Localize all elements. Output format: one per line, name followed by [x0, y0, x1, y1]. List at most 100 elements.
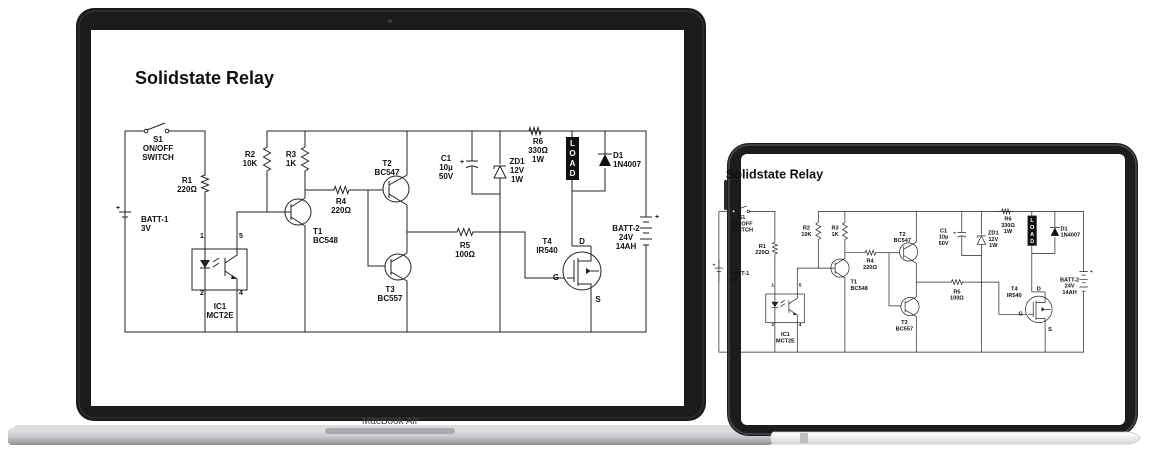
laptop: MacBook Air: [8, 8, 773, 445]
ic1-light-arrows: [780, 300, 785, 307]
ic1-pin1-label: 1: [771, 282, 774, 288]
resistor-r3: [841, 219, 849, 243]
laptop-base: [8, 428, 773, 445]
diode-d1: [599, 154, 611, 166]
switch-contact-b: [746, 209, 750, 214]
wire-t2-t3-base: [367, 190, 385, 267]
laptop-screen: [91, 30, 684, 406]
ic1-led-icon: [771, 301, 779, 308]
wire-left-frame: [124, 131, 237, 333]
wire-switch-to-r1: [749, 211, 776, 239]
zener-zd1: [976, 235, 987, 245]
resistor-r5: [451, 227, 479, 237]
ic1-pin1-label: 1: [200, 233, 204, 240]
switch-contact-b: [164, 128, 170, 134]
ic1-emitter-arrow: [231, 275, 237, 279]
label-t4-drain: D: [579, 237, 585, 246]
label-t4-drain: D: [1037, 287, 1041, 293]
wire-switch-to-r1: [168, 130, 206, 170]
wire-load: [1031, 211, 1056, 254]
label-t4-gate: G: [553, 273, 559, 282]
wire-bottom-rail: [237, 245, 647, 333]
batt1-plus-sign: +: [116, 205, 120, 212]
ic1-led-icon: [200, 260, 210, 268]
mosfet-t4: [1025, 295, 1053, 324]
load-block: [1027, 215, 1037, 246]
wire-load: [571, 131, 606, 192]
ic1-pin4-label: 4: [239, 290, 243, 297]
switch-contact-a: [143, 128, 149, 134]
label-t4-gate: G: [1018, 312, 1022, 318]
diode-d1: [1050, 227, 1060, 236]
stylus-pencil: [770, 431, 1141, 445]
capacitor-c1: [465, 131, 500, 195]
batt2-plus-sign: +: [655, 214, 659, 221]
transistor-t3-leads: [390, 252, 408, 332]
wire-ic1-pin5-to-t1: [236, 211, 285, 249]
resistor-r3: [300, 142, 310, 176]
load-block: [566, 137, 579, 180]
resistor-r1: [200, 170, 210, 197]
schematic-title: Solidstate Relay: [726, 168, 823, 182]
wire-r5-to-gate: [966, 281, 1029, 315]
mosfet-t4-arrow: [1041, 307, 1046, 312]
resistor-r1: [771, 238, 779, 258]
transistor-t2-leads: [903, 211, 917, 297]
batt2-plates: [1079, 271, 1088, 292]
wire-r5-to-gate: [479, 231, 567, 279]
ic1-body: [765, 293, 805, 324]
ic1-led-bottom: [200, 267, 210, 290]
zener-zd1-bar: [976, 235, 986, 238]
laptop-camera: [388, 19, 392, 23]
diode-d1-leads: [598, 131, 612, 155]
zener-zd1: [493, 164, 507, 179]
mosfet-t4-leads: [1032, 291, 1051, 353]
ic1-pin4-label: 4: [799, 322, 802, 328]
zener-zd1-bar: [493, 165, 506, 169]
batt2-plus-sign: +: [1090, 270, 1093, 275]
ic1-body: [191, 248, 248, 291]
resistor-r4: [861, 249, 880, 257]
transistor-t2: [899, 242, 919, 262]
transistor-t1-leads: [285, 197, 306, 332]
wire-top-rail: [267, 130, 647, 217]
wire-top-rail: [818, 211, 1084, 272]
ic1-pin5-label: 5: [239, 233, 243, 240]
schematic-title: Solidstate Relay: [135, 68, 274, 88]
transistor-t1-leads: [830, 258, 846, 353]
ic1-phototransistor: [788, 293, 798, 323]
mosfet-t4-leads: [573, 246, 599, 332]
ic1-emitter-arrow: [793, 312, 798, 315]
